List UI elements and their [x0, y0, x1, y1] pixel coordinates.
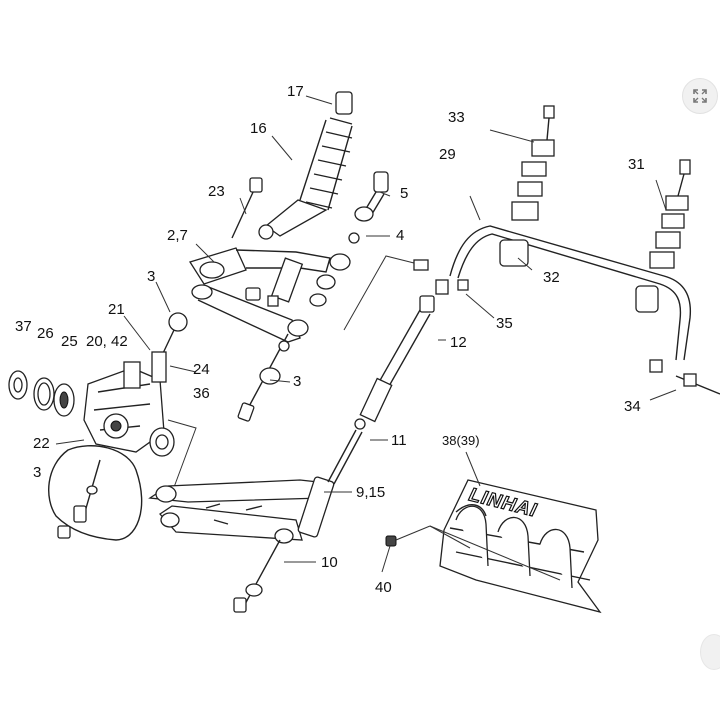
lower-a-arm: [148, 476, 335, 544]
bolt-23: [231, 177, 263, 239]
label-17: 17: [287, 83, 304, 100]
label-12: 12: [450, 334, 467, 351]
stabilizer-bar: [435, 225, 720, 395]
callout-line-36: [167, 419, 197, 499]
label-4: 4: [396, 227, 404, 244]
leader-38: [465, 451, 481, 487]
callout-line-4: [343, 255, 419, 331]
label-33: 33: [448, 109, 465, 126]
caliper-bolt: [57, 459, 101, 539]
brake-caliper-outline: [48, 445, 143, 541]
label-40: 40: [375, 579, 392, 596]
label-3-lower: 3: [33, 464, 41, 481]
stabilizer-link-33: [489, 105, 555, 221]
label-9-15: 9,15: [356, 484, 385, 501]
expand-icon: [693, 89, 707, 103]
part-labels: 17 16 23 5 2,7 4 3 21 37 26 25 20, 42 24…: [15, 83, 645, 596]
label-21: 21: [108, 301, 125, 318]
label-34: 34: [624, 398, 641, 415]
side-scroll-button[interactable]: [700, 634, 720, 670]
stabilizer-link-31: [649, 159, 691, 269]
bolt-40: [381, 525, 561, 581]
bolt-10: [233, 539, 281, 613]
skid-plate: LINHAI: [439, 479, 602, 614]
label-3-center: 3: [293, 373, 301, 390]
wheel-bearing-parts: [8, 370, 75, 417]
upper-a-arm: [188, 247, 331, 343]
label-25: 25: [61, 333, 78, 350]
label-5: 5: [400, 185, 408, 202]
steering-knuckle: [83, 312, 188, 457]
label-38-39: 38(39): [442, 433, 480, 448]
expand-image-button[interactable]: [682, 78, 718, 114]
label-37: 37: [15, 318, 32, 335]
label-29: 29: [439, 146, 456, 163]
label-22: 22: [33, 435, 50, 452]
label-23: 23: [208, 183, 225, 200]
label-32: 32: [543, 269, 560, 286]
label-11: 11: [391, 432, 407, 449]
tie-rod-end: [413, 259, 429, 271]
label-35: 35: [496, 315, 513, 332]
shock-absorber: [258, 91, 353, 240]
long-bolt-12-11: [327, 295, 435, 485]
label-20-42: 20, 42: [86, 333, 128, 350]
bolt-5-assembly: [309, 171, 389, 307]
label-3-upper: 3: [147, 268, 155, 285]
label-24: 24: [193, 361, 210, 378]
label-31: 31: [628, 156, 645, 173]
label-2-7: 2,7: [167, 227, 188, 244]
leader-lines: [55, 95, 677, 563]
label-10: 10: [321, 554, 338, 571]
label-16: 16: [250, 120, 267, 137]
label-36: 36: [193, 385, 210, 402]
label-26: 26: [37, 325, 54, 342]
bolt-3-center: [237, 333, 290, 422]
